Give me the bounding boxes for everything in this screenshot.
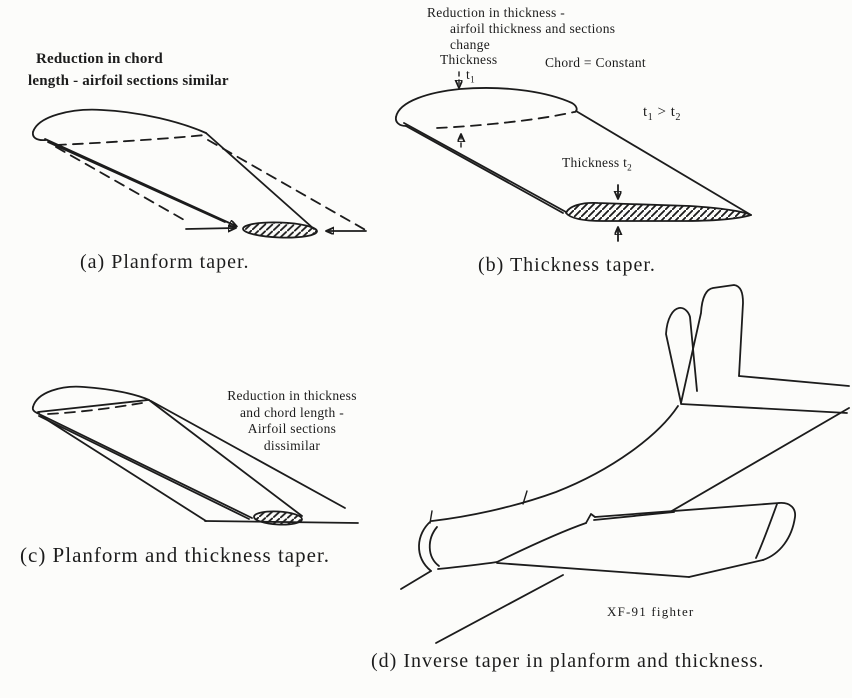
- thickness2-label: Thickness t2: [562, 155, 632, 173]
- t2-subscript: 2: [627, 162, 633, 173]
- trailing-edge: [575, 110, 752, 216]
- caption-b: (b) Thickness taper.: [478, 254, 656, 276]
- canopy-tick: [522, 490, 528, 505]
- root-airfoil-left-tip: [31, 131, 47, 142]
- ineq-t1-sub: 1: [647, 112, 654, 123]
- tip-airfoil-section: [242, 221, 318, 239]
- root-airfoil-outline: [395, 87, 578, 118]
- wing-tip-cap-outer: [762, 502, 796, 561]
- root-airfoil-hidden-edge: [47, 402, 143, 415]
- note-line: Airfoil sections: [247, 421, 337, 436]
- root-chord-line: [37, 399, 149, 413]
- thickness-taper-note-line1: Reduction in thickness -: [427, 5, 566, 20]
- nose-underside: [400, 570, 432, 590]
- wing-tip-cap-inner: [755, 503, 778, 559]
- original-leading-edge-dashed: [55, 146, 187, 222]
- note-line: and chord length -: [240, 404, 344, 420]
- leading-edge-inner: [405, 125, 564, 214]
- thickness-taper-note-line2: airfoil thickness and sections: [450, 21, 616, 36]
- root-airfoil-hidden-edge: [55, 134, 206, 146]
- thickness-inequality: t1 > t2: [643, 104, 681, 123]
- tip-arrow-left: [185, 228, 235, 229]
- t1-subscript: 1: [470, 74, 475, 85]
- leading-edge: [36, 412, 253, 519]
- ineq-t2: t: [670, 104, 676, 120]
- trailing-edge: [148, 399, 303, 517]
- note-line: Reduction in thickness: [227, 388, 357, 403]
- original-trailing-edge-dashed: [207, 139, 370, 233]
- t1-symbol: t: [466, 67, 471, 82]
- root-airfoil-outline: [32, 108, 207, 134]
- wing-root-leading-edge: [496, 522, 587, 563]
- intake-outer-lip: [418, 520, 432, 572]
- wing-leading-edge: [594, 502, 780, 518]
- stabilizer-upper-edge: [738, 375, 850, 387]
- t2-label: Thickness t: [562, 155, 628, 170]
- fuselage-top-line: [431, 405, 679, 522]
- thickness1-symbol: t1: [466, 67, 475, 85]
- planform-thickness-note: Reduction in thickness and chord length …: [196, 388, 388, 454]
- leading-edge: [44, 138, 236, 226]
- planform-taper-note: Reduction in chord length - airfoil sect…: [28, 48, 229, 92]
- wing-root-notch: [585, 513, 596, 524]
- tail-fin-main: [680, 284, 744, 404]
- outer-leading-edge: [40, 415, 207, 522]
- planform-taper-drawing: [31, 108, 370, 239]
- thickness-taper-drawing: [394, 71, 752, 242]
- tail-fin-front: [665, 307, 698, 404]
- note-line: length - airfoil sections similar: [28, 73, 229, 89]
- trailing-edge: [205, 132, 315, 230]
- wing-trailing-edge: [496, 562, 690, 578]
- thickness1-label: Thickness: [440, 52, 498, 67]
- tip-airfoil-section: [253, 510, 303, 526]
- note-line: Reduction in chord: [36, 51, 163, 67]
- planform-thickness-taper-drawing: [31, 385, 359, 526]
- note-line: dissimilar: [263, 437, 321, 453]
- ineq-t2-sub: 2: [675, 112, 681, 123]
- outer-trailing-edge: [150, 400, 346, 509]
- root-airfoil-left-tip: [394, 116, 407, 127]
- tip-airfoil-section: [565, 201, 752, 222]
- aircraft-label: XF-91 fighter: [607, 604, 695, 619]
- leading-edge: [403, 122, 567, 213]
- leading-edge-inner: [47, 141, 226, 223]
- caption-c: (c) Planform and thickness taper.: [20, 543, 330, 567]
- thickness-taper-note-line3: change: [450, 37, 491, 52]
- caption-a: (a) Planform taper.: [80, 251, 250, 273]
- root-airfoil-outline: [32, 385, 150, 408]
- wing-tip-lower-edge: [688, 559, 764, 578]
- fuselage-underside: [437, 561, 498, 570]
- intake-inner-lip: [428, 526, 440, 567]
- near-wing-leading-edge: [435, 574, 564, 644]
- ineq-t1: t: [643, 104, 648, 120]
- stabilizer-lower-edge: [680, 403, 848, 414]
- fuselage-bottom-line: [669, 407, 850, 513]
- chord-constant-note: Chord = Constant: [545, 55, 646, 70]
- caption-d: (d) Inverse taper in planform and thickn…: [371, 650, 765, 672]
- flap-hinge-line: [593, 511, 675, 521]
- root-airfoil-hidden-edge: [436, 111, 575, 129]
- ineq-op: >: [653, 104, 671, 120]
- leading-edge-inner: [38, 415, 250, 520]
- xf91-fighter-drawing: [400, 284, 850, 644]
